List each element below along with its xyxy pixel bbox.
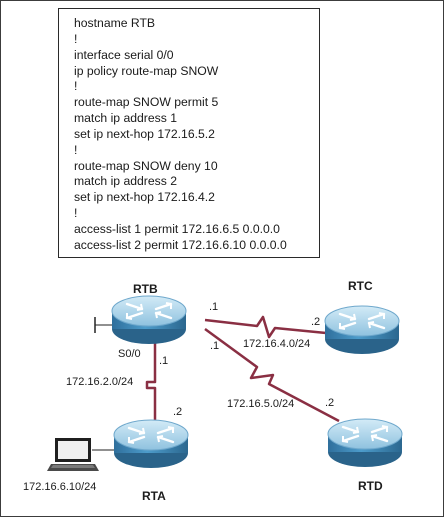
config-line: access-list 2 permit 172.16.6.10 0.0.0.0	[74, 237, 287, 252]
config-line: !	[74, 31, 78, 46]
router-icon	[327, 418, 403, 467]
router-name-rta: RTA	[142, 489, 166, 503]
link-rtb-rta	[145, 341, 157, 425]
config-line: !	[74, 206, 78, 221]
network-rtb-rtc-label: 172.16.4.0/24	[243, 338, 310, 350]
config-line: !	[74, 142, 78, 157]
link-rtb-rtc	[204, 315, 327, 339]
config-line: access-list 1 permit 172.16.6.5 0.0.0.0	[74, 221, 280, 236]
config-line: hostname RTB	[74, 16, 156, 30]
network-rtb-rtd-label: 172.16.5.0/24	[227, 398, 294, 410]
router-icon	[113, 419, 189, 468]
config-line: set ip next-hop 172.16.5.2	[74, 126, 215, 141]
rtc-host-label: .2	[311, 316, 320, 328]
router-icon	[111, 295, 187, 344]
rtb-to-rtc-host-label: .1	[209, 301, 218, 313]
rta-host-label: .2	[173, 406, 182, 418]
rtb-to-rtd-host-label: .1	[210, 340, 219, 352]
config-line: set ip next-hop 172.16.4.2	[74, 190, 215, 205]
config-line: interface serial 0/0	[74, 47, 174, 62]
config-line: route-map SNOW permit 5	[74, 95, 219, 110]
config-line: route-map SNOW deny 10	[74, 158, 218, 173]
config-line: match ip address 2	[74, 174, 177, 189]
router-name-rtc: RTC	[348, 279, 373, 293]
rtb-s00-label: S0/0	[118, 348, 141, 360]
router-name-rtd: RTD	[358, 479, 383, 493]
pc-address-label: 172.16.6.10/24	[23, 481, 96, 493]
config-line: !	[74, 79, 78, 94]
rtd-host-label: .2	[325, 397, 334, 409]
router-icon	[324, 305, 400, 354]
rtb-to-rta-host-label: .1	[159, 355, 168, 367]
config-line: ip policy route-map SNOW	[74, 63, 219, 78]
config-line: match ip address 1	[74, 111, 177, 126]
link-rtb-rtd	[204, 327, 340, 423]
laptop-icon	[47, 438, 99, 471]
network-rtb-rta-label: 172.16.2.0/24	[66, 376, 133, 388]
router-name-rtb: RTB	[133, 282, 158, 296]
